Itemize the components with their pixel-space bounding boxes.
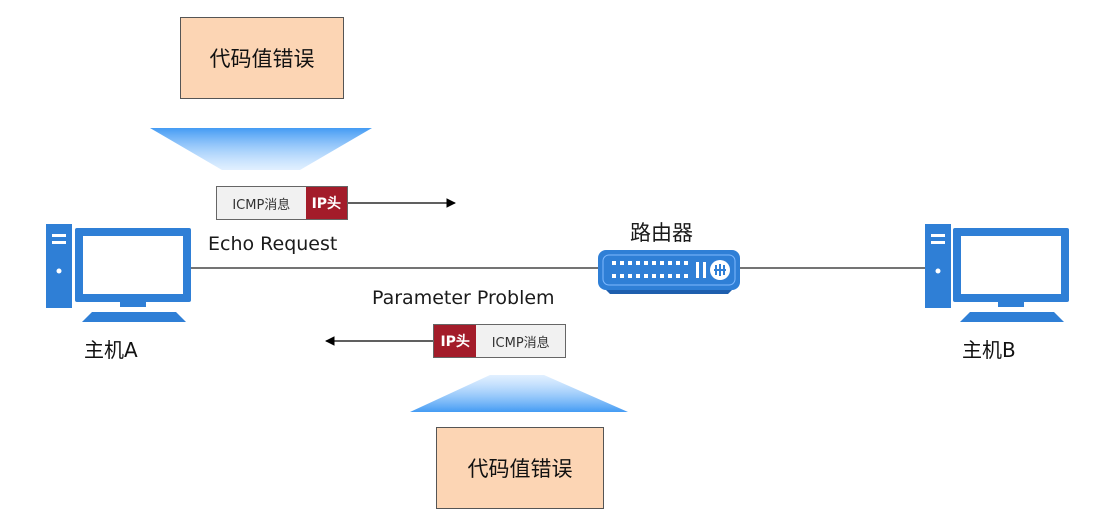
- hostB-computer-icon: [925, 224, 1069, 322]
- echo-request-label: Echo Request: [208, 233, 338, 255]
- request-ip-header: IP头: [305, 187, 347, 219]
- reply-packet: IP头 ICMP消息: [433, 324, 566, 358]
- bottom-funnel: [410, 375, 628, 412]
- reply-ip-header: IP头: [434, 325, 477, 357]
- router-icon: [598, 250, 740, 294]
- hostA-computer-icon: [46, 224, 191, 322]
- top-funnel: [150, 128, 372, 170]
- reply-icmp-message: ICMP消息: [476, 325, 565, 357]
- router-label: 路由器: [630, 221, 693, 245]
- host-a-label: 主机A: [84, 338, 138, 362]
- error-box-top: 代码值错误: [180, 17, 344, 99]
- parameter-problem-label: Parameter Problem: [372, 287, 555, 309]
- error-box-bottom-label: 代码值错误: [467, 457, 573, 481]
- error-box-bottom: 代码值错误: [436, 427, 604, 509]
- host-b-label: 主机B: [962, 338, 1016, 362]
- request-packet: ICMP消息 IP头: [216, 186, 348, 220]
- request-icmp-message: ICMP消息: [217, 187, 306, 219]
- error-box-top-label: 代码值错误: [209, 47, 315, 71]
